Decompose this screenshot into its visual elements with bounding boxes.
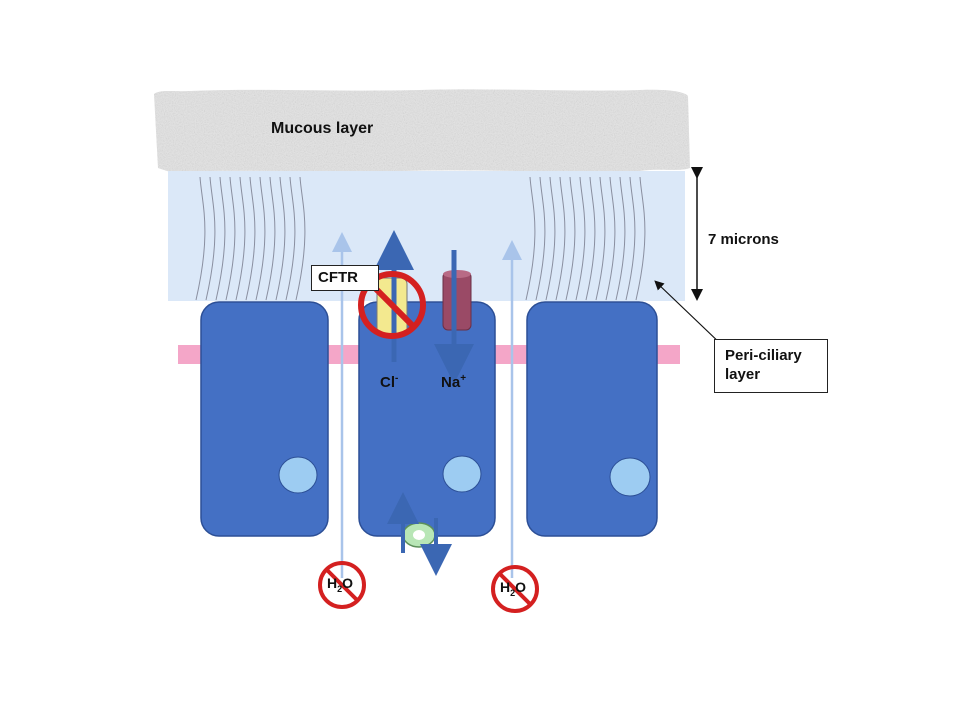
- chloride-symbol: Cl: [380, 374, 395, 391]
- microns-label: 7 microns: [708, 231, 779, 248]
- periciliary-label-line1: Peri-ciliary: [725, 347, 802, 364]
- sodium-label: Na+: [441, 373, 466, 391]
- chloride-charge: -: [395, 373, 399, 384]
- water-blocked-icon-right: [491, 565, 539, 613]
- water-right-o: O: [515, 579, 527, 595]
- water-left-h: H: [327, 575, 338, 591]
- water-label-right: H2O: [500, 579, 526, 598]
- water-left-2: 2: [337, 583, 343, 594]
- mucous-layer-label: Mucous layer: [271, 120, 374, 137]
- periciliary-pointer: [654, 280, 725, 348]
- cell-center: [358, 301, 496, 537]
- water-right-2: 2: [510, 587, 516, 598]
- cftr-label: CFTR: [318, 269, 358, 286]
- water-left-o: O: [342, 575, 354, 591]
- cilia-left: [195, 176, 306, 301]
- sodium-symbol: Na: [441, 374, 461, 391]
- sodium-channel: [434, 250, 474, 384]
- water-blocked-icon-left: [318, 561, 366, 609]
- mucous-texture: [154, 89, 690, 172]
- nucleus-right: [609, 457, 651, 497]
- water-right-h: H: [500, 579, 511, 595]
- basolateral-pump: [387, 492, 452, 576]
- cftr-label-box: CFTR: [311, 265, 379, 291]
- mucous-layer: [154, 89, 690, 172]
- cilia-right: [525, 176, 646, 301]
- periciliary-layer: [168, 171, 685, 301]
- epithelial-cells: [200, 301, 658, 537]
- sodium-charge: +: [460, 373, 467, 384]
- cell-right: [526, 301, 658, 537]
- periciliary-label-line2: layer: [725, 366, 761, 383]
- periciliary-label-box: Peri-ciliary layer: [714, 339, 828, 393]
- nucleus-left: [278, 456, 318, 494]
- chloride-label: Cl-: [380, 373, 398, 391]
- cell-left: [200, 301, 329, 537]
- water-label-left: H2O: [327, 575, 353, 594]
- nucleus-center: [442, 455, 482, 493]
